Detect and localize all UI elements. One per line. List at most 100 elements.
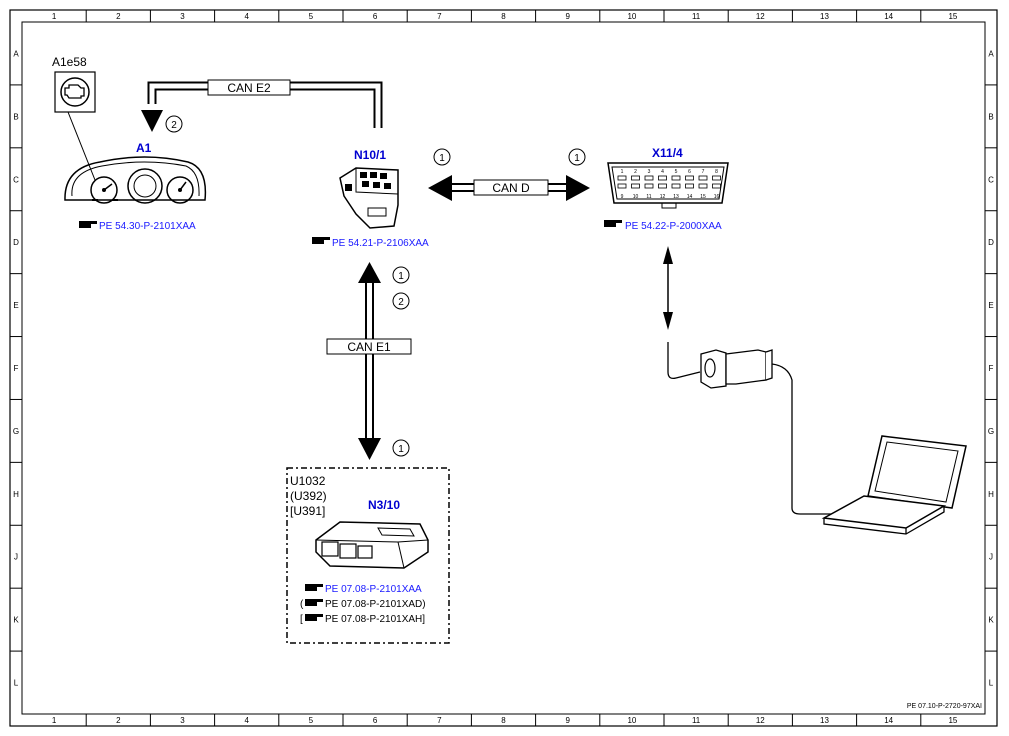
column-label: 6 bbox=[373, 716, 378, 725]
connector-pin bbox=[617, 183, 627, 189]
svg-text:2: 2 bbox=[398, 297, 404, 308]
outer-frame bbox=[9, 9, 998, 727]
instrument-cluster-icon bbox=[64, 156, 207, 204]
column-label: 4 bbox=[244, 12, 249, 21]
connector-pin-label: 13 bbox=[673, 194, 679, 200]
column-label: 5 bbox=[309, 12, 314, 21]
connector-pin bbox=[658, 175, 667, 181]
row-label: C bbox=[13, 175, 19, 184]
row-label: H bbox=[13, 490, 19, 499]
column-label: 9 bbox=[565, 12, 570, 21]
svg-text:1: 1 bbox=[574, 153, 580, 164]
control-unit-connector-icon bbox=[339, 167, 399, 229]
marker-can-d-left: 1 bbox=[433, 148, 451, 166]
can-d-label: CAN D bbox=[492, 181, 530, 195]
row-label: B bbox=[13, 112, 18, 121]
component-a1e58[interactable]: A1e58 bbox=[52, 55, 96, 181]
row-label: G bbox=[13, 427, 19, 436]
connector-pin bbox=[631, 175, 640, 181]
n3-10-label: N3/10 bbox=[368, 498, 400, 512]
column-label: 8 bbox=[501, 716, 506, 725]
column-label: 3 bbox=[180, 716, 185, 725]
column-label: 6 bbox=[373, 12, 378, 21]
can-e2-label: CAN E2 bbox=[227, 81, 271, 95]
connector-pin-label: 16 bbox=[714, 194, 720, 200]
x11-4-ref-text: PE 54.22-P-2000XAA bbox=[625, 221, 722, 232]
row-label: G bbox=[988, 427, 994, 436]
column-label: 3 bbox=[180, 12, 185, 21]
n3-10-dashed-box bbox=[286, 467, 450, 644]
pointing-hand-icon bbox=[305, 599, 323, 606]
row-label: E bbox=[13, 301, 18, 310]
engine-warning-icon bbox=[60, 77, 90, 107]
svg-text:(: ( bbox=[300, 599, 304, 610]
pointing-hand-icon bbox=[79, 221, 97, 228]
row-label: B bbox=[988, 112, 993, 121]
connector-pin bbox=[671, 183, 681, 189]
column-label: 13 bbox=[820, 12, 829, 21]
column-label: 11 bbox=[692, 716, 701, 725]
connector-pin bbox=[698, 183, 708, 189]
column-label: 2 bbox=[116, 716, 121, 725]
column-label: 1 bbox=[52, 716, 57, 725]
n3-10-code-2: (U392) bbox=[290, 489, 327, 503]
column-label: 9 bbox=[565, 716, 570, 725]
connector-pin bbox=[658, 183, 667, 189]
connector-pin bbox=[712, 183, 721, 189]
n3-10-ref-1[interactable]: PE 07.08-P-2101XAA bbox=[305, 584, 422, 595]
pointing-hand-icon bbox=[604, 220, 622, 227]
n10-1-label: N10/1 bbox=[354, 148, 386, 162]
row-label: L bbox=[14, 679, 19, 688]
svg-text:[: [ bbox=[300, 614, 303, 625]
column-label: 7 bbox=[437, 716, 442, 725]
svg-text:1: 1 bbox=[439, 153, 445, 164]
connector-pin bbox=[685, 183, 694, 189]
row-label: C bbox=[988, 175, 994, 184]
pointing-hand-icon bbox=[305, 584, 323, 591]
connector-pin-label: 1 bbox=[621, 169, 624, 175]
row-label: D bbox=[988, 238, 994, 247]
a1e58-label: A1e58 bbox=[52, 55, 87, 69]
row-label: F bbox=[989, 364, 994, 373]
row-label: J bbox=[14, 553, 18, 562]
a1-ref[interactable]: PE 54.30-P-2101XAA bbox=[79, 221, 196, 232]
row-label: K bbox=[988, 616, 994, 625]
connector-pin-label: 15 bbox=[700, 194, 706, 200]
column-label: 8 bbox=[501, 12, 506, 21]
column-label: 4 bbox=[244, 716, 249, 725]
connector-pin-label: 3 bbox=[648, 169, 651, 175]
svg-text:1: 1 bbox=[398, 444, 404, 455]
svg-text:PE 07.08-P-2101XAD): PE 07.08-P-2101XAD) bbox=[325, 599, 426, 610]
row-label: F bbox=[14, 364, 19, 373]
column-label: 10 bbox=[627, 716, 636, 725]
component-n10-1[interactable]: N10/1 PE 54.21-P-2106XAA bbox=[312, 148, 429, 249]
connector-pin-label: 7 bbox=[702, 169, 705, 175]
marker-can-e1-top-a: 1 bbox=[392, 266, 410, 284]
a1-label: A1 bbox=[136, 141, 152, 155]
marker-can-d-right: 1 bbox=[568, 148, 586, 166]
column-label: 10 bbox=[627, 12, 636, 21]
row-label: E bbox=[988, 301, 993, 310]
n3-10-ref-2[interactable]: ( PE 07.08-P-2101XAD) bbox=[300, 599, 426, 610]
marker-can-e1-top-b: 2 bbox=[392, 292, 410, 310]
bus-can-e1: CAN E1 bbox=[326, 262, 412, 460]
bus-can-d: CAN D bbox=[428, 175, 590, 201]
component-a1[interactable]: A1 PE 54.30-P-2101XAA bbox=[64, 141, 207, 232]
svg-text:2: 2 bbox=[171, 120, 177, 131]
component-n3-10[interactable]: U1032 (U392) [U391] N3/10 PE 07.08-P-210… bbox=[286, 467, 450, 644]
a1-ref-text: PE 54.30-P-2101XAA bbox=[99, 221, 196, 232]
row-label: D bbox=[13, 238, 19, 247]
column-label: 13 bbox=[820, 716, 829, 725]
svg-text:PE 07.08-P-2101XAA: PE 07.08-P-2101XAA bbox=[325, 584, 422, 595]
x11-4-ref[interactable]: PE 54.22-P-2000XAA bbox=[604, 220, 722, 232]
n3-10-ref-3[interactable]: [ PE 07.08-P-2101XAH] bbox=[300, 614, 425, 625]
column-label: 2 bbox=[116, 12, 121, 21]
connector-pin-label: 11 bbox=[646, 194, 651, 200]
column-label: 11 bbox=[692, 12, 701, 21]
svg-text:1: 1 bbox=[398, 271, 404, 282]
n10-1-ref[interactable]: PE 54.21-P-2106XAA bbox=[312, 237, 429, 249]
row-label: A bbox=[13, 49, 19, 58]
row-label: H bbox=[988, 490, 994, 499]
